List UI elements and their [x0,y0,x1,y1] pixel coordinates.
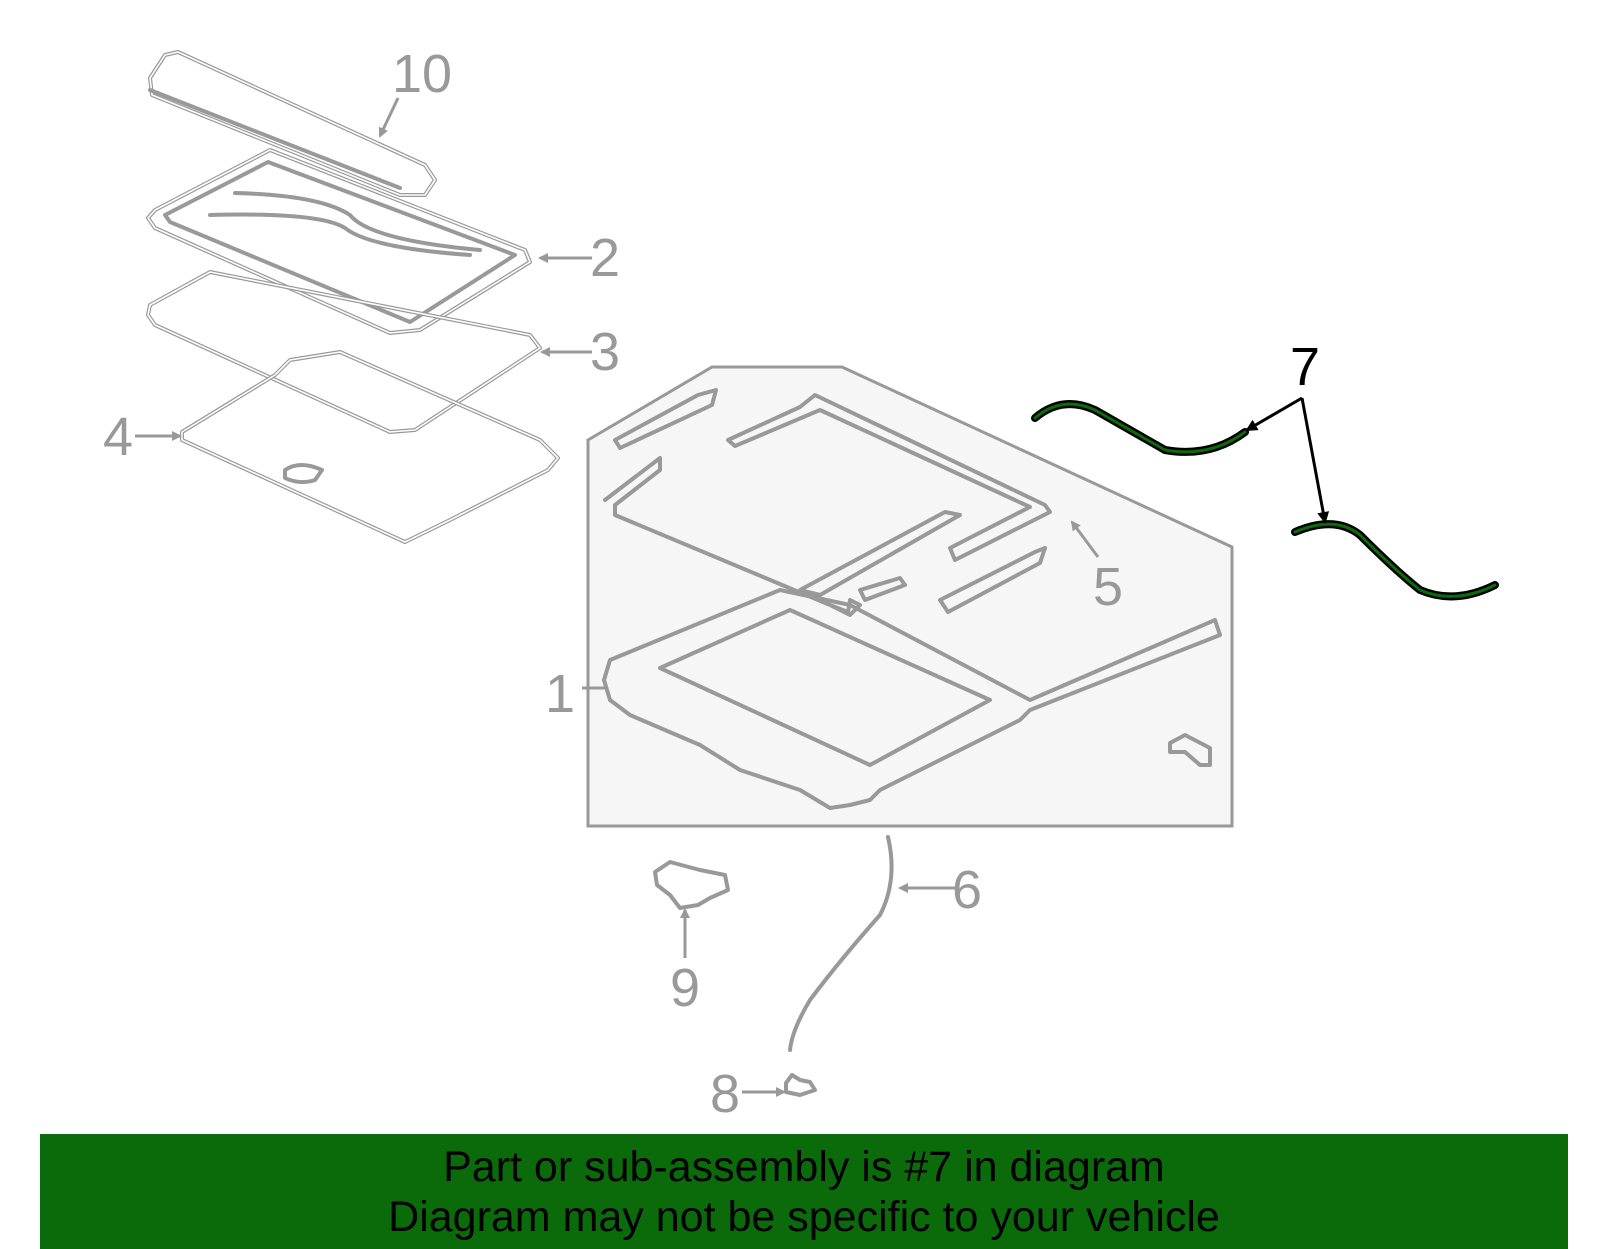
callout-2: 2 [590,228,620,288]
callout-8: 8 [710,1064,740,1124]
part-7-drain-hoses [1031,400,1499,601]
callout-6: 6 [952,860,982,920]
banner-line-1: Part or sub-assembly is #7 in diagram [443,1143,1165,1191]
callout-7: 7 [1290,337,1320,397]
part-10-trim-panel [148,50,437,197]
callout-4: 4 [103,407,133,467]
callout-3: 3 [590,322,620,382]
part-4-tray [180,350,560,544]
callout-10: 10 [392,44,452,104]
callout-9: 9 [670,958,700,1018]
part-1-frame-assembly [602,588,1222,810]
banner-line-2: Diagram may not be specific to your vehi… [388,1193,1220,1241]
notice-banner: Part or sub-assembly is #7 in diagram Di… [40,1134,1568,1249]
part-3-seal [146,270,542,434]
leader-lines [135,97,1330,1097]
callout-5: 5 [1093,557,1123,617]
part-9-bracket [653,860,730,910]
callout-1: 1 [545,664,575,724]
part-2-glass-panel [146,148,532,335]
part-6-drain-hose [788,835,894,1052]
part-8-clip [784,1073,817,1097]
